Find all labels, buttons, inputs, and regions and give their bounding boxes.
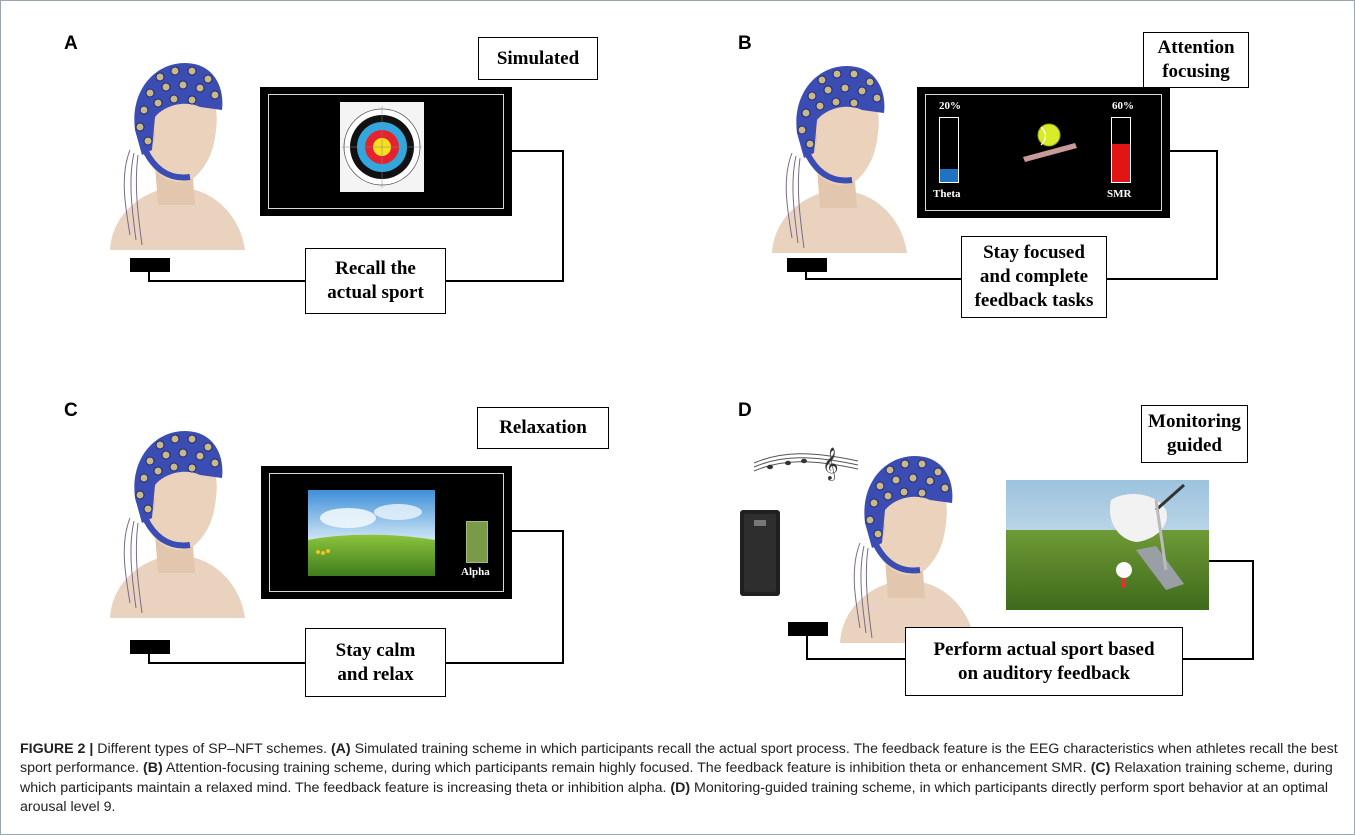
tennis-ball-icon [1023, 123, 1077, 162]
svg-text:𝄞: 𝄞 [822, 447, 839, 481]
golf-image [1006, 480, 1209, 610]
alpha-bar [466, 521, 488, 563]
figure-caption: FIGURE 2 | Different types of SP–NFT sch… [20, 740, 1338, 818]
panel-a-title: Simulated [478, 37, 598, 80]
panel-b-letter: B [738, 33, 752, 54]
panel-a-letter: A [64, 33, 78, 54]
panel-c-screen: Alpha [261, 466, 512, 599]
speaker-icon [740, 510, 780, 596]
smr-label: SMR [1107, 188, 1132, 200]
panel-a-plug [130, 258, 170, 272]
panel-c-title: Relaxation [477, 407, 609, 449]
archery-target-icon [340, 102, 424, 192]
landscape-image [308, 490, 435, 576]
theta-label: Theta [933, 188, 961, 200]
music-notes-icon: 𝄞 [753, 447, 859, 481]
alpha-label: Alpha [461, 566, 490, 578]
caption-tag-b: (B) [143, 760, 163, 777]
eeg-head-d-illustration [830, 448, 980, 648]
caption-text-b: Attention-focusing training scheme, duri… [162, 760, 1091, 777]
panel-c-letter: C [64, 400, 78, 421]
eeg-head-c-illustration [100, 423, 250, 623]
panel-d-plug [788, 622, 828, 636]
panel-c-plug [130, 640, 170, 654]
eeg-head-b-illustration [762, 58, 912, 258]
caption-tag-c: (C) [1090, 760, 1111, 777]
caption-figure-label: FIGURE 2 | [20, 741, 94, 757]
caption-tag-a: (A) [330, 741, 351, 757]
theta-percent: 20% [939, 100, 961, 112]
panel-b-plug [787, 258, 827, 272]
panel-a-screen [260, 87, 512, 216]
caption-text-c: Relaxation training scheme, during which… [20, 760, 1333, 796]
caption-text-d: Monitoring-guided training scheme, in wh… [20, 779, 1329, 816]
smr-bar [1111, 117, 1131, 183]
theta-bar [939, 117, 959, 183]
panel-b-screen: 20% Theta 60% SMR [917, 87, 1170, 218]
caption-intro: Different types of SP–NFT schemes. [93, 741, 331, 757]
smr-percent: 60% [1112, 100, 1134, 112]
eeg-head-a-illustration [100, 55, 250, 255]
panel-d-letter: D [738, 400, 752, 421]
caption-tag-d: (D) [670, 779, 691, 796]
caption-text-a: Simulated training scheme in which parti… [20, 741, 1338, 777]
